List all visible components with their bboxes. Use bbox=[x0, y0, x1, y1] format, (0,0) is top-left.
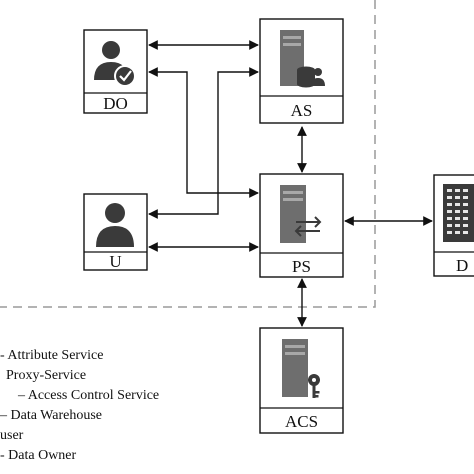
server-key-icon bbox=[282, 339, 320, 398]
arrow-do-ps bbox=[148, 67, 259, 198]
legend: - Attribute Service Proxy-Service – Acce… bbox=[0, 346, 159, 466]
node-as-label: AS bbox=[291, 101, 313, 120]
user-icon bbox=[96, 203, 134, 247]
connectors bbox=[148, 40, 433, 327]
node-ps: PS bbox=[259, 173, 344, 278]
building-icon bbox=[443, 184, 474, 242]
legend-item-data-owner: - Data Owner bbox=[0, 448, 77, 463]
legend-item-data-warehouse: – Data Warehouse bbox=[0, 408, 103, 423]
node-do: DO bbox=[83, 29, 148, 114]
server-database-icon bbox=[280, 30, 325, 88]
legend-item-attribute-service: - Attribute Service bbox=[0, 348, 104, 363]
user-check-icon bbox=[94, 41, 136, 87]
node-u-label: U bbox=[109, 252, 121, 271]
node-ps-label: PS bbox=[292, 257, 311, 276]
node-u: U bbox=[83, 193, 148, 271]
dashed-boundary bbox=[0, 0, 376, 308]
node-dw-label: D bbox=[456, 256, 468, 275]
node-acs: ACS bbox=[259, 327, 344, 434]
legend-item-user: user bbox=[0, 428, 24, 443]
node-acs-label: ACS bbox=[285, 412, 318, 431]
node-dw: D bbox=[433, 174, 474, 277]
node-as: AS bbox=[259, 18, 344, 124]
legend-item-proxy-service: Proxy-Service bbox=[6, 368, 87, 383]
server-exchange-icon bbox=[280, 185, 322, 243]
node-do-label: DO bbox=[103, 94, 128, 113]
arrow-u-as bbox=[148, 67, 259, 219]
legend-item-access-control-service: – Access Control Service bbox=[18, 388, 160, 403]
